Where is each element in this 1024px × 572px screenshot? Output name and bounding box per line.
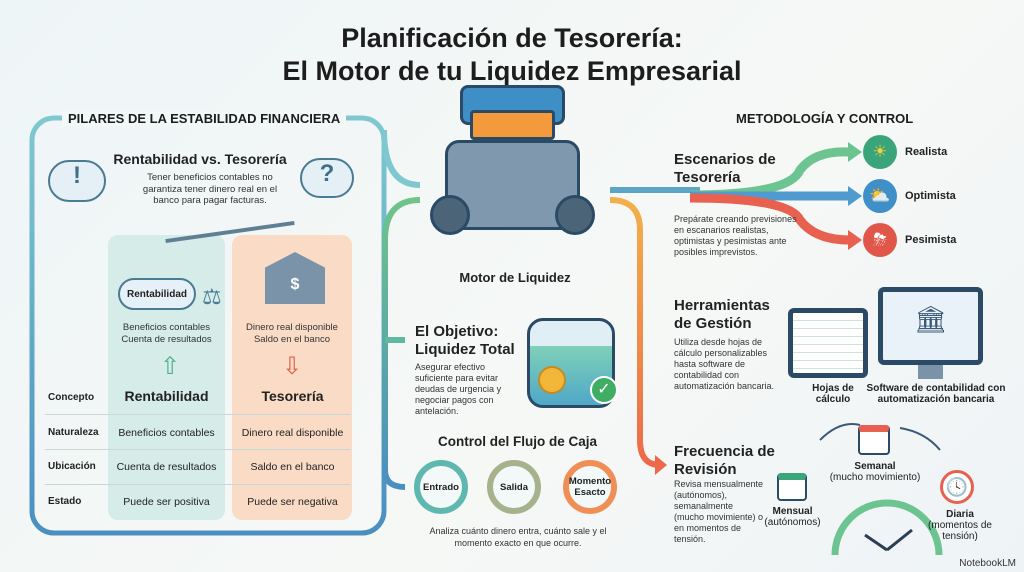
- left-panel-header: PILARES DE LA ESTABILIDAD FINANCIERA: [62, 111, 347, 126]
- accounting-monitor-icon: 🏛: [878, 287, 983, 365]
- page-title: Planificación de Tesorería:El Motor de t…: [282, 23, 742, 86]
- question-cloud-icon: ?: [300, 158, 354, 198]
- table-row-label: Ubicación: [48, 461, 96, 472]
- spreadsheet-tablet-icon: [788, 308, 868, 378]
- right-panel-header: METODOLOGÍA Y CONTROL: [736, 111, 914, 126]
- table-header-concepto: Concepto: [48, 392, 95, 403]
- tools-description: Utiliza desde hojas de cálculo personali…: [674, 337, 775, 391]
- check-icon: ✓: [590, 376, 618, 404]
- objective-description: Asegurar efectivo suficiente para evitar…: [415, 362, 502, 416]
- monitor-stand: [918, 365, 943, 379]
- engine-icon: [430, 75, 595, 250]
- table-cell: Beneficios contables: [118, 427, 215, 439]
- storm-icon: ⛈: [863, 223, 897, 257]
- flow-step-momento: Momento Esacto: [563, 460, 617, 514]
- scenario-realista: Realista: [905, 146, 948, 158]
- table-header-tesoreria: Tesorería: [261, 388, 324, 404]
- sun-icon: ☀: [863, 135, 897, 169]
- alarm-clock-icon: 🕓: [940, 470, 974, 504]
- scenarios-description: Prepárate creando previsiones en escanar…: [674, 214, 797, 257]
- divider: [45, 414, 350, 415]
- flow-description: Analiza cuánto dinero entra, cuánto sale…: [429, 526, 607, 548]
- rentabilidad-cloud-icon: Rentabilidad: [118, 278, 196, 310]
- table-cell: Saldo en el banco: [250, 461, 335, 473]
- cloud-sun-icon: ⛅: [863, 179, 897, 213]
- frequency-diaria: Diaria(momentos de tensión): [928, 509, 992, 542]
- frequency-title: Frecuencia de Revisión: [674, 443, 775, 478]
- arrow-down-icon: ⇩: [282, 353, 303, 380]
- scenarios-title: Escenarios de Tesorería: [674, 151, 776, 186]
- flow-step-salida: Salida: [487, 460, 541, 514]
- tools-label-software: Software de contabilidad con automatizac…: [866, 383, 1006, 405]
- scenario-optimista: Optimista: [905, 190, 956, 202]
- divider: [45, 484, 350, 485]
- frequency-description: Revisa mensualmente (autónomos), semanal…: [674, 479, 764, 544]
- arrow-icon: [655, 455, 667, 475]
- table-row-label: Naturaleza: [48, 427, 99, 438]
- calendar-monthly-icon: [777, 473, 807, 501]
- objective-title: El Objetivo: Liquidez Total: [415, 323, 515, 358]
- gauge-arc: [831, 499, 943, 556]
- table-cell: Cuenta de resultados: [116, 461, 217, 473]
- arrow-up-icon: ⇧: [160, 353, 181, 380]
- table-header-rentabilidad: Rentabilidad: [124, 388, 209, 404]
- frequency-semanal: Semanal(mucho movimiento): [829, 461, 921, 483]
- table-cell: Puede ser negativa: [247, 496, 338, 508]
- gauge-needle: [864, 533, 888, 552]
- money-jar-icon: ✓: [527, 318, 618, 408]
- scales-icon: ⚖: [202, 284, 222, 309]
- frequency-mensual: Mensual(autónomos): [764, 506, 821, 528]
- divider: [45, 449, 350, 450]
- table-row-label: Estado: [48, 496, 82, 507]
- flow-title: Control del Flujo de Caja: [437, 434, 597, 449]
- calendar-weekly-icon: [858, 425, 890, 455]
- tools-title: Herramientas de Gestión: [674, 297, 770, 332]
- notebooklm-brand: NotebookLM: [959, 558, 1016, 569]
- exclamation-cloud-icon: !: [48, 160, 106, 202]
- table-cell: Dinero real disponible: [241, 427, 344, 439]
- engine-label: Motor de Liquidez: [459, 270, 571, 285]
- tools-label-sheets: Hojas de cálculo: [812, 383, 854, 405]
- flow-step-entrada: Entrado: [414, 460, 468, 514]
- table-cell: Puede ser positiva: [123, 496, 210, 508]
- scenario-pesimista: Pesimista: [905, 234, 957, 246]
- left-description: Tener beneficios contables no garantiza …: [142, 172, 278, 206]
- left-subtitle: Rentabilidad vs. Tesorería: [113, 151, 287, 167]
